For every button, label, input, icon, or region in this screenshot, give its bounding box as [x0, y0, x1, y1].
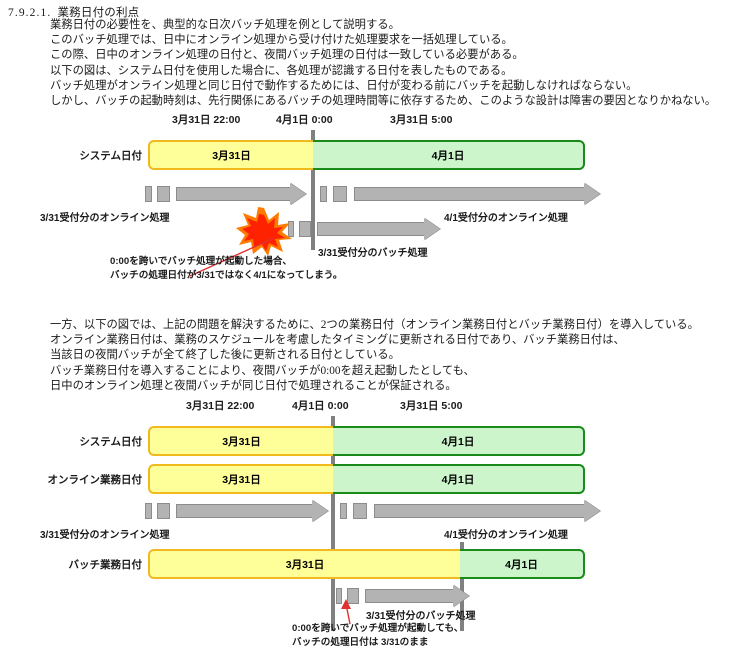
row-label-system-date: システム日付 — [79, 150, 142, 162]
callout-leader-arrow — [341, 599, 351, 625]
tick-label-midnight: 4月1日 0:00 — [292, 400, 349, 412]
arrow-dash-segment — [333, 186, 347, 202]
arrow-shaft — [317, 222, 424, 236]
arrow-shaft — [176, 187, 290, 201]
intro-line-4: 以下の図は、システム日付を使用した場合に、各処理が認識する日付を表したものである… — [50, 64, 513, 77]
arrow-shaft-head — [365, 585, 469, 607]
tick-label-2200: 3月31日 22:00 — [172, 114, 241, 126]
callout-solution-line-2: バッチの処理日付は 3/31のまま — [292, 636, 429, 648]
callout-problem-line-1: 0:00を跨いでバッチ処理が起動した場合、 — [110, 256, 293, 267]
bar-system-date-0331: 3月31日 — [148, 140, 313, 170]
system-date-problem-diagram: 3月31日 22:00 4月1日 0:00 3月31日 5:00 システム日付 … — [0, 108, 734, 298]
arrow-shaft-head — [317, 218, 440, 240]
bar-system-date-0401: 4月1日 — [333, 426, 585, 456]
section-number: 7.9.2.1. — [8, 7, 52, 19]
middle-line-5: 日中のオンライン処理と夜間バッチが同じ日付で処理されることが保証される。 — [50, 379, 457, 392]
arrow-dash-segment — [320, 186, 327, 202]
middle-line-2: オンライン業務日付は、業務のスケジュールを考慮したタイミングに更新される日付であ… — [50, 334, 625, 347]
section-heading: 7.9.2.1. 業務日付の利点 — [8, 4, 139, 20]
tick-label-2200: 3月31日 22:00 — [186, 400, 255, 412]
arrow-dash-segment — [340, 503, 347, 519]
caption-online-left: 3/31受付分のオンライン処理 — [40, 530, 170, 541]
arrow-dash-segment — [299, 221, 311, 237]
middle-line-1: 一方、以下の図では、上記の問題を解決するために、2つの業務日付（オンライン業務日… — [50, 319, 699, 331]
section-title: 業務日付の利点 — [57, 7, 140, 19]
callout-problem: 0:00を跨いでバッチ処理が起動した場合、 バッチの処理日付が3/31ではなく4… — [110, 255, 342, 282]
callout-problem-line-2: バッチの処理日付が3/31ではなく4/1になってしまう。 — [110, 269, 343, 281]
arrow-dash-segment — [145, 186, 152, 202]
callout-solution: 0:00を跨いでバッチ処理が起動しても、 バッチの処理日付は 3/31のまま — [292, 622, 463, 649]
intro-line-6: しかし、バッチの起動時刻は、先行関係にあるバッチの処理時間等に依存するため、この… — [50, 95, 717, 108]
tick-label-0500: 3月31日 5:00 — [400, 400, 463, 412]
intro-line-3: この際、日中のオンライン処理の日付と、夜間バッチ処理の日付は一致している必要があ… — [50, 49, 524, 62]
callout-leader-line — [189, 237, 275, 277]
arrow-shaft-head — [176, 500, 328, 522]
bar-system-date-0401: 4月1日 — [313, 140, 585, 170]
arrow-head — [584, 500, 600, 522]
tick-label-0500: 3月31日 5:00 — [390, 114, 453, 126]
arrow-head — [584, 183, 600, 205]
intro-line-2: このバッチ処理では、日中にオンライン処理から受け付けた処理要求を一括処理している… — [50, 34, 513, 47]
intro-line-1: 業務日付の必要性を、典型的な日次バッチ処理を例として説明する。 — [50, 19, 400, 31]
arrow-shaft-head — [374, 500, 600, 522]
arrow-shaft — [354, 187, 584, 201]
arrow-dash-segment — [157, 186, 170, 202]
middle-paragraph: 一方、以下の図では、上記の問題を解決するために、2つの業務日付（オンライン業務日… — [50, 318, 699, 394]
arrow-dash-segment — [336, 588, 342, 604]
arrow-dash-segment — [347, 588, 359, 604]
intro-paragraph: 業務日付の必要性を、典型的な日次バッチ処理を例として説明する。 このバッチ処理で… — [50, 18, 716, 109]
arrow-shaft — [176, 504, 312, 518]
arrow-head — [424, 218, 440, 240]
bar-batch-business-date-0331: 3月31日 — [148, 549, 460, 579]
midnight-vertical-rule — [331, 416, 335, 631]
bar-online-business-date-0401: 4月1日 — [333, 464, 585, 494]
arrow-shaft — [365, 589, 453, 603]
arrow-shaft-head — [354, 183, 600, 205]
arrow-shaft-head — [176, 183, 306, 205]
caption-batch: 3/31受付分のバッチ処理 — [366, 611, 476, 622]
middle-line-3: 当該日の夜間バッチが全て終了した後に更新される日付としている。 — [50, 349, 400, 362]
row-label-batch-business-date: バッチ業務日付 — [68, 559, 143, 571]
bar-system-date-0331: 3月31日 — [148, 426, 333, 456]
tick-label-midnight: 4月1日 0:00 — [276, 114, 333, 126]
arrow-dash-segment — [145, 503, 152, 519]
arrow-dash-segment — [157, 503, 170, 519]
caption-online-right: 4/1受付分のオンライン処理 — [444, 530, 568, 541]
middle-line-4: バッチ業務日付を導入することにより、夜間バッチが0:00を超え起動したとしても、 — [50, 364, 475, 377]
arrow-shaft — [374, 504, 584, 518]
arrow-dash-segment — [353, 503, 367, 519]
arrow-dash-segment — [288, 221, 294, 237]
caption-online-right: 4/1受付分のオンライン処理 — [444, 213, 568, 224]
caption-batch: 3/31受付分のバッチ処理 — [318, 248, 428, 259]
bar-online-business-date-0331: 3月31日 — [148, 464, 333, 494]
row-label-online-business-date: オンライン業務日付 — [47, 474, 143, 486]
callout-solution-line-1: 0:00を跨いでバッチ処理が起動しても、 — [292, 623, 464, 634]
midnight-vertical-rule — [311, 130, 315, 250]
row-label-system-date: システム日付 — [79, 436, 142, 448]
bar-batch-business-date-0401: 4月1日 — [460, 549, 585, 579]
arrow-head — [312, 500, 328, 522]
business-date-solution-diagram: 3月31日 22:00 4月1日 0:00 3月31日 5:00 システム日付 … — [0, 394, 734, 654]
intro-line-5: バッチ処理がオンライン処理と同じ日付で動作するためには、日付が変わる前にバッチを… — [50, 79, 638, 92]
explosion-icon — [236, 207, 292, 256]
caption-online-left: 3/31受付分のオンライン処理 — [40, 213, 170, 224]
arrow-head — [453, 585, 469, 607]
arrow-head — [290, 183, 306, 205]
